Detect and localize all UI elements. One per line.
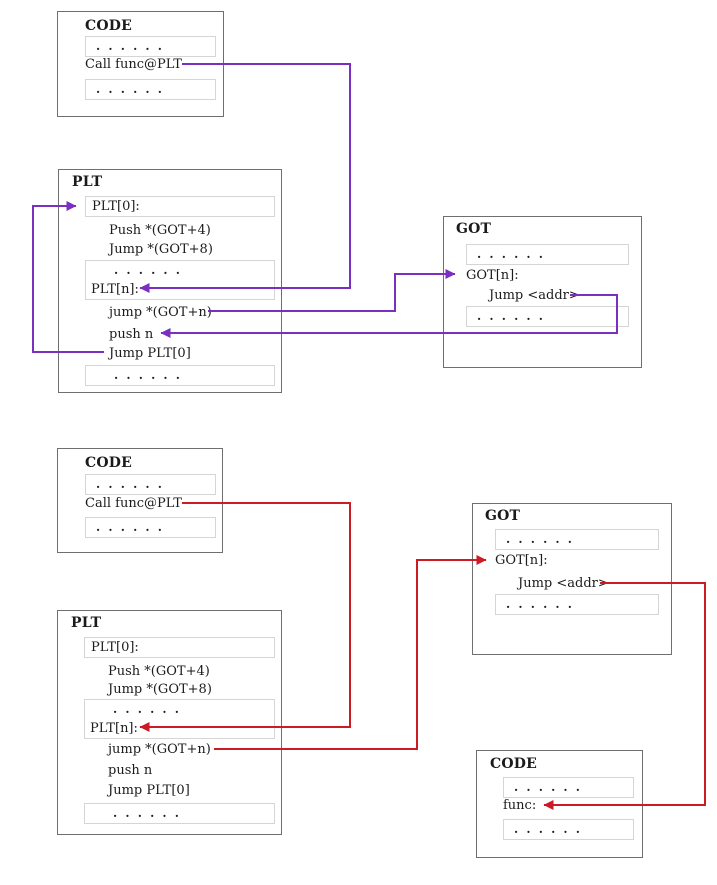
- code-box-later-call: CODE . . . . . . Call func@PLT . . . . .…: [57, 448, 223, 553]
- row-plt0: PLT[0]:: [84, 637, 275, 658]
- code-box-func: CODE . . . . . . func: . . . . . .: [476, 750, 643, 858]
- dots-row: . . . . . .: [85, 36, 216, 57]
- row-jump-addr: Jump <addr>: [489, 288, 580, 303]
- row-pltn: PLT[n]:: [90, 721, 138, 736]
- plt-box-title: PLT: [71, 615, 102, 631]
- row-call-func-plt: Call func@PLT: [85, 57, 182, 72]
- plt-box-first-call: PLT PLT[0]: Push *(GOT+4) Jump *(GOT+8) …: [58, 169, 282, 393]
- code-box-title: CODE: [85, 455, 132, 471]
- pltn-entry-box: . . . . . . PLT[n]:: [85, 260, 275, 300]
- plt-box-title: PLT: [72, 174, 103, 190]
- row-push-got4: Push *(GOT+4): [109, 223, 211, 238]
- row-push-n: push n: [109, 327, 154, 342]
- dots-row: . . . . . .: [114, 263, 182, 277]
- row-jump-got8: Jump *(GOT+8): [109, 242, 213, 257]
- dots-row: . . . . . .: [85, 79, 216, 100]
- row-func-label: func:: [503, 798, 537, 813]
- row-push-n: push n: [108, 763, 153, 778]
- row-jump-addr: Jump <addr>: [518, 576, 609, 591]
- row-gotn: GOT[n]:: [466, 268, 519, 283]
- row-jump-gotn: jump *(GOT+n): [109, 305, 212, 320]
- row-jump-got8: Jump *(GOT+8): [108, 682, 212, 697]
- row-pltn: PLT[n]:: [91, 282, 139, 297]
- dots-row: . . . . . .: [495, 529, 659, 550]
- dots-row: . . . . . .: [495, 594, 659, 615]
- dots-row: . . . . . .: [84, 803, 275, 824]
- dots-row: . . . . . .: [466, 244, 629, 265]
- dots-row: . . . . . .: [85, 474, 216, 495]
- dots-row: . . . . . .: [466, 306, 629, 327]
- row-gotn: GOT[n]:: [495, 553, 548, 568]
- row-call-func-plt: Call func@PLT: [85, 496, 182, 511]
- pltn-entry-box: . . . . . . PLT[n]:: [84, 699, 275, 739]
- got-box-later-call: GOT . . . . . . GOT[n]: Jump <addr> . . …: [472, 503, 672, 655]
- row-push-got4: Push *(GOT+4): [108, 664, 210, 679]
- row-jump-plt0: Jump PLT[0]: [109, 346, 191, 361]
- code-box-title: CODE: [85, 18, 132, 34]
- got-box-first-call: GOT . . . . . . GOT[n]: Jump <addr> . . …: [443, 216, 642, 368]
- row-plt0: PLT[0]:: [85, 196, 275, 217]
- got-box-title: GOT: [456, 221, 492, 237]
- dots-row: . . . . . .: [85, 517, 216, 538]
- row-jump-gotn: jump *(GOT+n): [108, 742, 211, 757]
- dots-row: . . . . . .: [503, 777, 634, 798]
- dots-row: . . . . . .: [113, 702, 181, 716]
- plt-box-later-call: PLT PLT[0]: Push *(GOT+4) Jump *(GOT+8) …: [57, 610, 282, 835]
- dots-row: . . . . . .: [85, 365, 275, 386]
- got-box-title: GOT: [485, 508, 521, 524]
- code-box-title: CODE: [490, 756, 537, 772]
- row-jump-plt0: Jump PLT[0]: [108, 783, 190, 798]
- code-box-first-call: CODE . . . . . . Call func@PLT . . . . .…: [57, 11, 224, 117]
- dots-row: . . . . . .: [503, 819, 634, 840]
